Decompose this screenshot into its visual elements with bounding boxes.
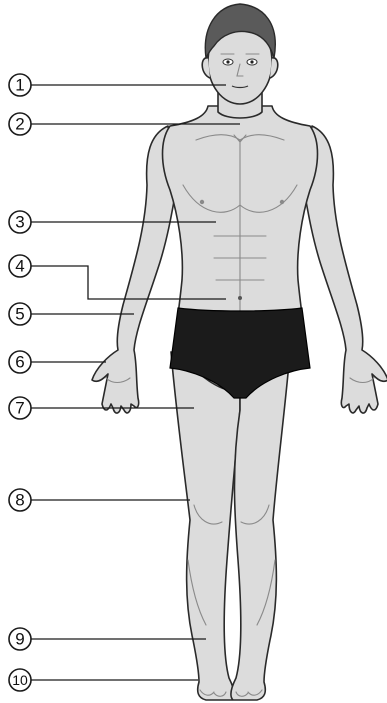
callout-4: 4 (9, 255, 31, 277)
right-leg (171, 352, 240, 700)
callout-markers: 1 2 3 4 5 6 7 8 (9, 74, 31, 691)
callout-7: 7 (9, 397, 31, 419)
callout-1-number: 1 (15, 76, 24, 95)
callout-8: 8 (9, 489, 31, 511)
callout-3: 3 (9, 211, 31, 233)
callout-2: 2 (9, 113, 31, 135)
callout-6: 6 (9, 351, 31, 373)
left-leg (231, 352, 290, 700)
callout-9: 9 (9, 628, 31, 650)
callout-1: 1 (9, 74, 31, 96)
callout-5-number: 5 (15, 305, 24, 324)
callout-9-number: 9 (15, 630, 24, 649)
callout-3-number: 3 (15, 213, 24, 232)
human-body-illustration (92, 4, 387, 700)
callout-5: 5 (9, 303, 31, 325)
callout-2-number: 2 (15, 115, 24, 134)
callout-10: 10 (9, 669, 31, 691)
callout-10-number: 10 (12, 672, 28, 688)
callout-6-number: 6 (15, 353, 24, 372)
callout-7-number: 7 (15, 399, 24, 418)
callout-4-number: 4 (15, 257, 24, 276)
callout-8-number: 8 (15, 491, 24, 510)
